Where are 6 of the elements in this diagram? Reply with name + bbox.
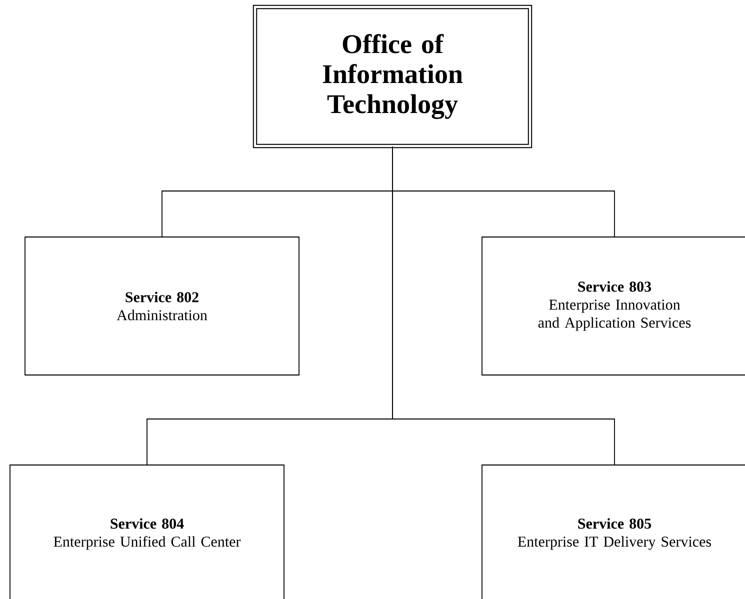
department-box: Service 804 Enterprise Unified Call Center <box>10 464 284 599</box>
title-box: Office of Information Technology <box>252 4 532 148</box>
connector-line <box>392 146 615 465</box>
department-box: Service 802 Administration <box>24 236 300 376</box>
department-box: Service 803 Enterprise Innovation and Application Services <box>482 236 745 376</box>
department-box: Service 805 Enterprise IT Delivery Services <box>482 464 745 599</box>
